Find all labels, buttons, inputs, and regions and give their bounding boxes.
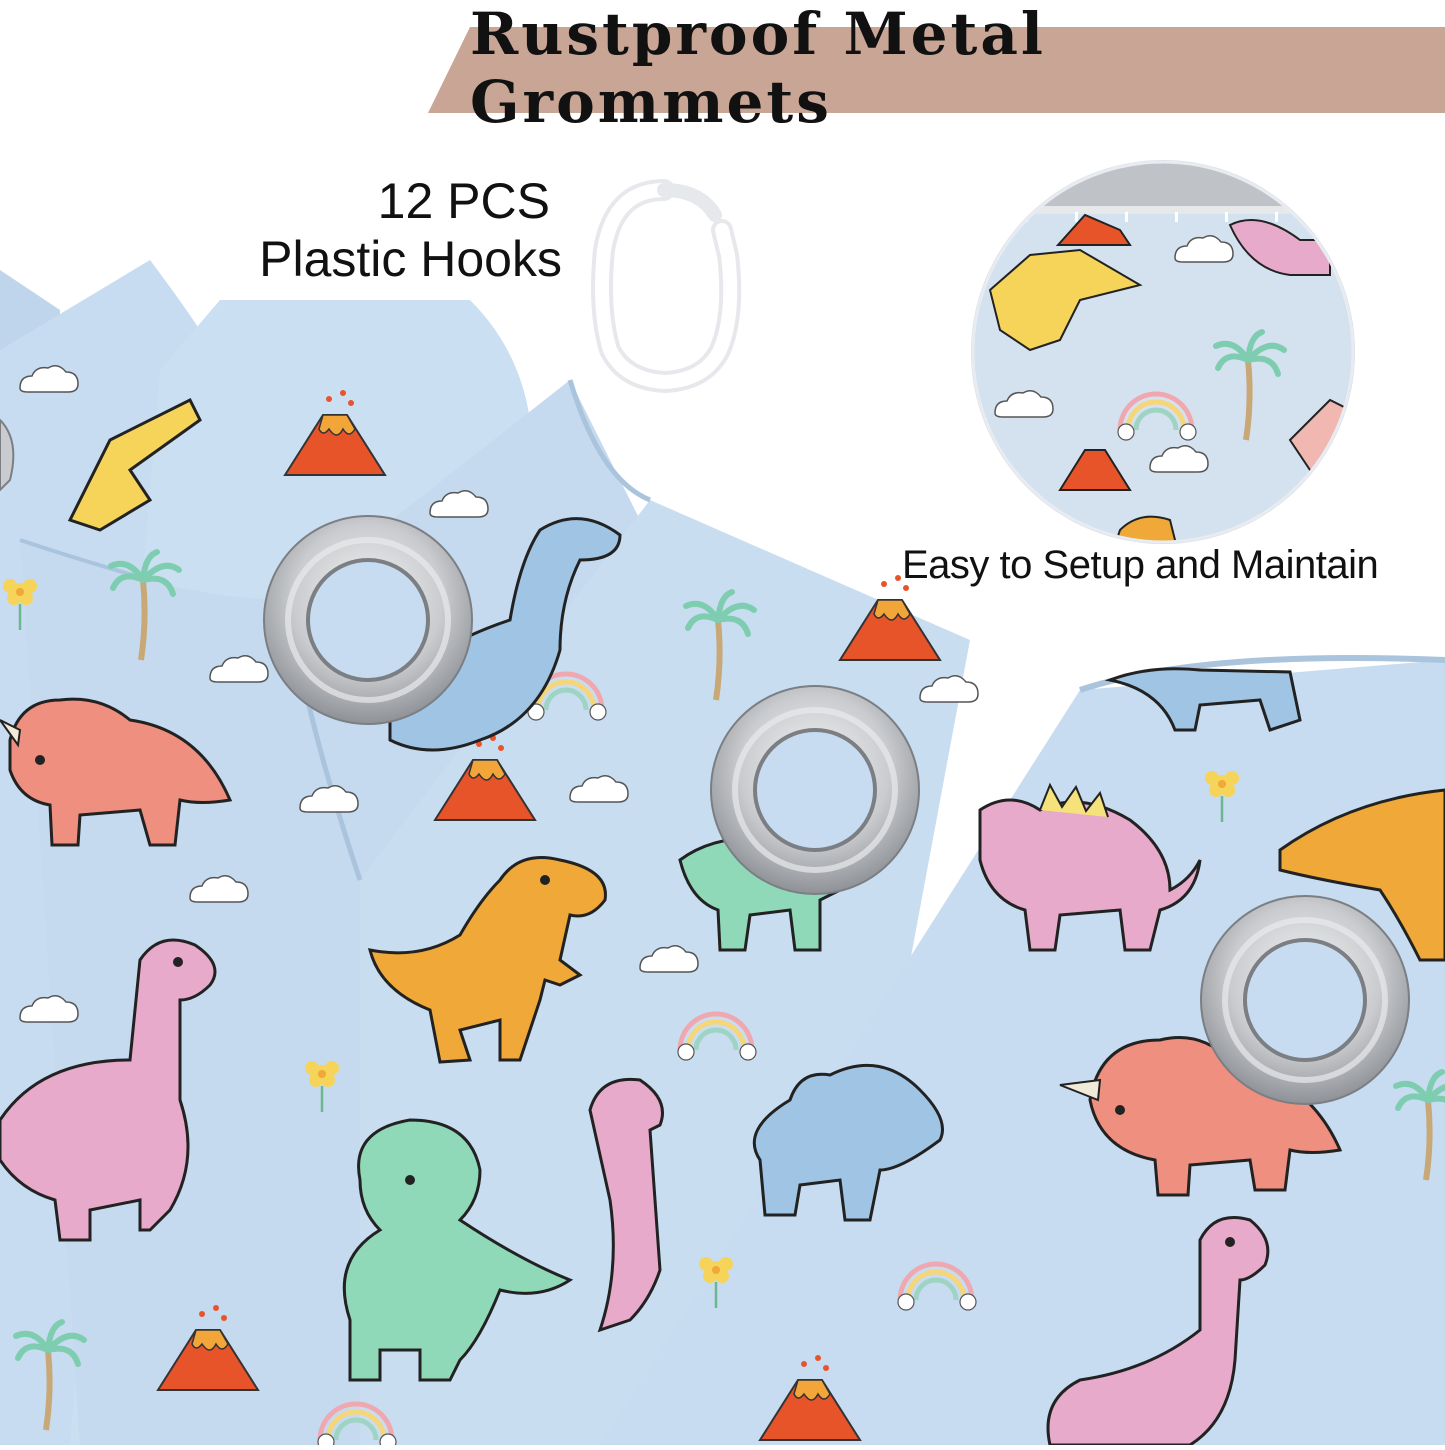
dinosaur-pink-icon	[588, 1077, 664, 1333]
metal-grommets	[0, 418, 1409, 1104]
banner-title: Rustproof Metal Grommets	[470, 0, 1046, 136]
banner-background	[428, 27, 1445, 113]
dinosaur-orange-icon	[1108, 515, 1182, 542]
dinosaur-blue-icon	[388, 517, 622, 752]
dinosaur-orange-icon	[1278, 788, 1445, 962]
grommet-icon	[711, 686, 919, 894]
grommet-icon	[0, 418, 15, 492]
pterodactyl-icon	[988, 248, 1143, 352]
hooks-count-label: 12 PCS	[377, 173, 550, 229]
dinosaur-pink-icon	[1046, 1216, 1270, 1447]
triceratops-icon	[1059, 1036, 1343, 1197]
volcano-icon	[1055, 213, 1132, 246]
t-rex-orange-icon	[367, 856, 607, 1064]
stegosaurus-pink-icon	[978, 782, 1202, 952]
grommet-icon	[264, 516, 472, 724]
hooks-name-label: Plastic Hooks	[259, 231, 562, 287]
inset-caption: Easy to Setup and Maintain	[902, 543, 1379, 587]
inset-photo	[971, 160, 1355, 544]
dinosaur-blue-icon	[1104, 667, 1302, 732]
dinosaur-pink-icon	[1228, 219, 1331, 276]
t-rex-mint-icon	[342, 1118, 574, 1382]
volcano-icon	[1058, 449, 1132, 491]
stegosaurus-blue-icon	[752, 1063, 944, 1222]
triceratops-icon	[0, 697, 233, 847]
dinosaur-motifs	[0, 397, 1445, 1447]
pterodactyl-icon	[67, 397, 202, 532]
dinosaur-pink-icon	[0, 938, 217, 1242]
grommet-icon	[1201, 896, 1409, 1104]
plastic-hook-icon	[591, 179, 742, 394]
